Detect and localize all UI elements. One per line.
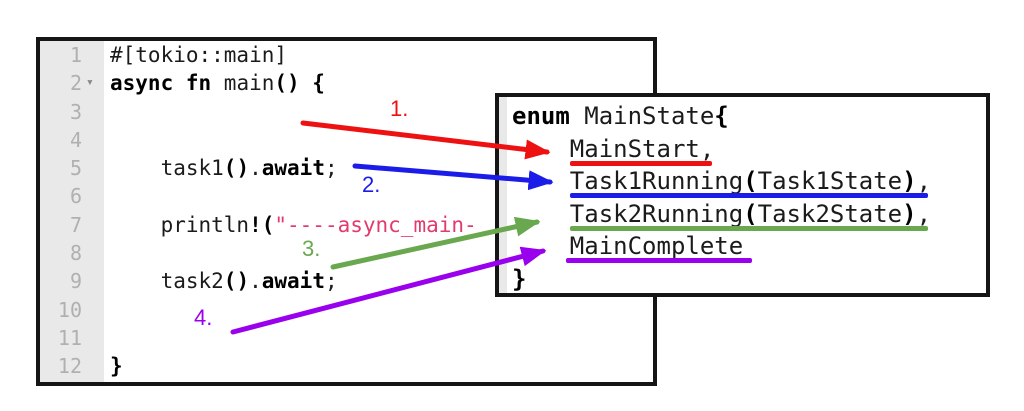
enum-underline-task1running [570, 193, 928, 198]
enum-line: MainStart, [499, 133, 986, 166]
code-line: 12} [40, 352, 653, 380]
code-text [104, 326, 110, 350]
code-text: task2().await; [104, 269, 338, 293]
enum-underline-task2running [570, 226, 928, 231]
fold-chevron-down-icon[interactable]: ▾ [86, 75, 94, 91]
code-text [104, 100, 110, 124]
enum-lines: enum MainState{ MainStart, Task1Running(… [499, 100, 986, 296]
code-line: 3 [40, 98, 653, 126]
code-text: } [104, 354, 123, 378]
line-number: 7 [69, 212, 82, 237]
line-number: 5 [69, 156, 82, 181]
code-text [104, 241, 110, 265]
enum-line: } [499, 263, 986, 296]
enum-line: Task1Running(Task1State), [499, 165, 986, 198]
code-text [104, 184, 110, 208]
code-segment: () { [274, 71, 325, 96]
enum-underline-mainstart [570, 161, 712, 166]
line-number: 8 [69, 241, 82, 266]
code-line: 2▾ async fn main() { [40, 69, 653, 97]
code-line: 1 #[tokio::main] [40, 41, 653, 69]
line-number: 1 [69, 43, 82, 67]
enum-line: enum MainState{ [499, 100, 986, 133]
code-segment: "----async_main- [274, 212, 477, 237]
code-segment: , [916, 199, 932, 228]
code-segment: println [110, 212, 250, 237]
code-segment: { [714, 102, 729, 130]
line-number: 9 [69, 269, 82, 294]
line-number: 3 [69, 99, 82, 124]
code-segment: ) [902, 199, 917, 228]
arrow-number-label-4: 4. [194, 305, 213, 330]
code-text: println!("----async_main- [104, 213, 477, 237]
code-segment: () [223, 269, 250, 294]
code-segment: Task1State [757, 167, 903, 196]
code-text [104, 128, 110, 152]
code-text: #[tokio::main] [104, 43, 287, 67]
code-segment: , [916, 167, 932, 196]
code-segment: . [249, 269, 262, 294]
code-line: 10 [40, 296, 653, 324]
enum-box-left-strip [499, 97, 507, 293]
code-segment: enum [512, 102, 570, 130]
arrow-number-label-2: 2. [362, 172, 381, 197]
code-segment: #[tokio::main] [110, 43, 288, 67]
arrow-number-label-1: 1. [390, 96, 409, 121]
enum-underline-maincomplete [566, 258, 752, 263]
arrow-number-label-3: 3. [302, 236, 321, 261]
code-line: 5 task1().await; [40, 154, 653, 182]
code-segment: ( [743, 167, 758, 196]
code-text: async fn main() { [104, 71, 325, 95]
code-segment: await [261, 269, 325, 294]
code-line: 8 [40, 239, 653, 267]
code-segment: } [110, 354, 123, 379]
enum-line: MainComplete [499, 230, 986, 263]
line-number-gutter [40, 41, 104, 382]
line-number: 11 [57, 325, 82, 350]
code-text [104, 298, 110, 322]
code-segment: async fn [110, 71, 212, 96]
enum-state-box: enum MainState{ MainStart, Task1Running(… [495, 93, 990, 297]
code-segment: MainComplete [512, 232, 744, 261]
code-segment: Task2Running [512, 199, 744, 228]
code-segment: MainStart, [512, 134, 715, 163]
line-number: 12 [57, 354, 82, 379]
line-number: 4 [69, 127, 82, 152]
code-segment: await [261, 156, 325, 181]
code-segment: () [223, 156, 250, 181]
code-segment: task1 [110, 156, 224, 181]
code-segment: Task1Running [512, 167, 744, 196]
code-line: 6 [40, 182, 653, 210]
line-number: 2 [69, 71, 82, 96]
code-segment: ; [324, 156, 338, 181]
code-segment: Task2State [757, 199, 903, 228]
code-text: task1().await; [104, 156, 338, 180]
code-segment: } [512, 264, 527, 293]
line-number: 6 [69, 184, 82, 209]
code-segment: task2 [110, 269, 224, 294]
code-line: 4 [40, 126, 653, 154]
code-segment: ) [902, 167, 917, 196]
line-number: 10 [57, 297, 82, 322]
code-line: 11 [40, 324, 653, 352]
code-segment: !( [249, 212, 275, 237]
code-segment: ; [324, 269, 338, 294]
code-segment: ( [743, 199, 758, 228]
code-segment: MainState [569, 102, 715, 130]
code-segment: main [211, 71, 275, 96]
enum-line: Task2Running(Task2State), [499, 198, 986, 231]
code-segment: . [249, 156, 262, 181]
